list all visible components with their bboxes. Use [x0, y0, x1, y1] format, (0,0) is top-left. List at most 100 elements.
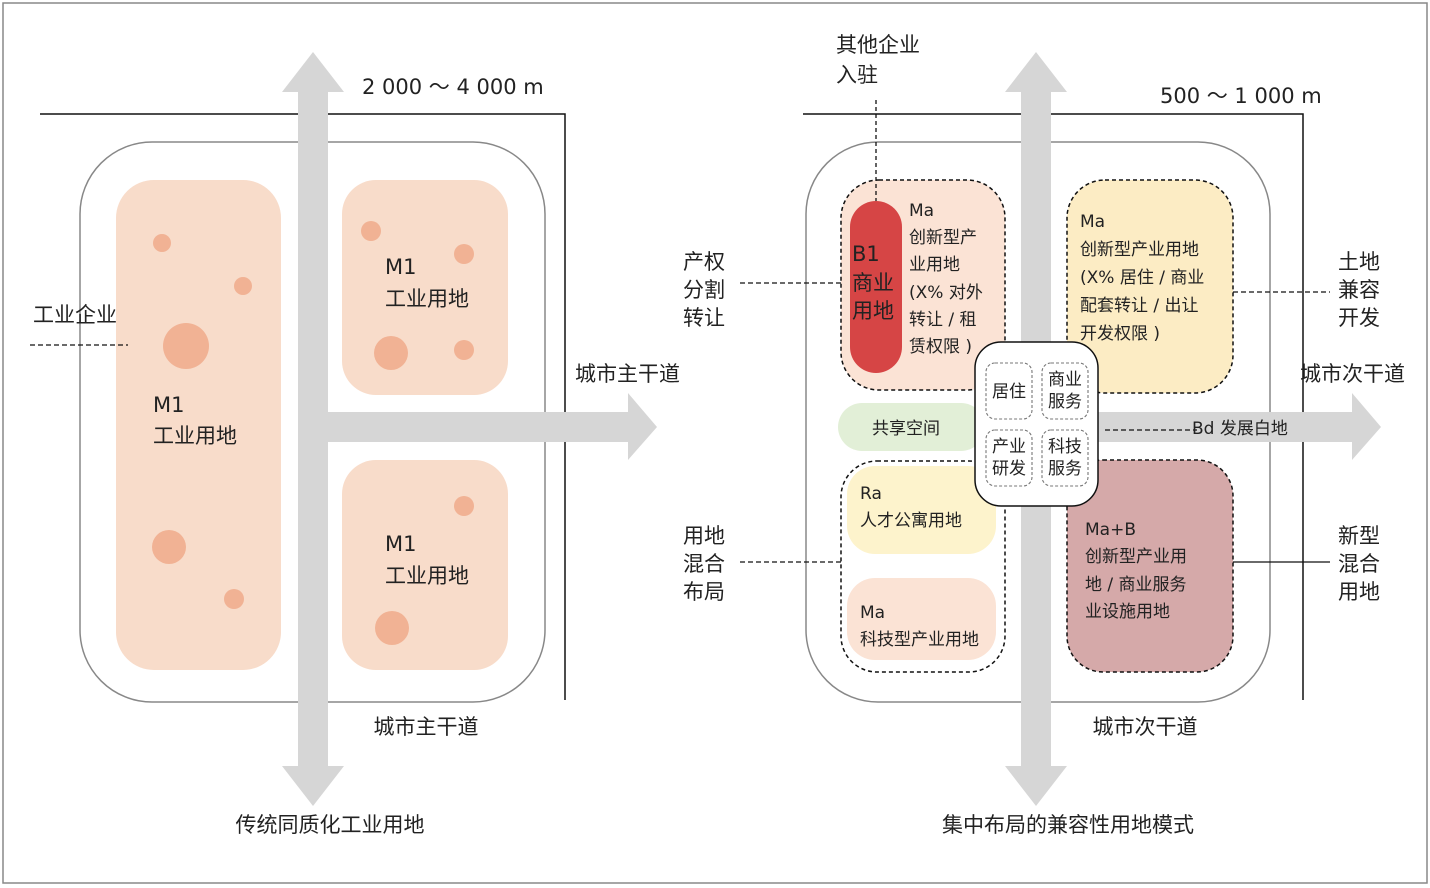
- property-split-line: 分割: [683, 278, 725, 302]
- bottom-block-name: 工业用地: [385, 564, 469, 588]
- tech-industry-land: [847, 578, 996, 660]
- mab-line: 地 / 商业服务: [1085, 575, 1187, 595]
- factory-spot: [153, 234, 171, 252]
- right-distance-boundary: [803, 113, 1304, 700]
- ma-topleft-line: 创新型产: [909, 228, 977, 248]
- side-annotations: 产权 分割 转让 用地 混合 布局 土地 兼容 开发 新型 混合 用地: [683, 250, 1380, 604]
- top-block-code: M1: [385, 255, 416, 279]
- shared-space: [838, 403, 985, 451]
- hub-cell-tech-service: [1041, 429, 1089, 487]
- factory-spot: [454, 496, 474, 516]
- ma-topleft-line: 业用地: [909, 255, 960, 275]
- left-distance-label: 2 000 ～ 4 000 m: [362, 75, 544, 99]
- factory-spot: [374, 336, 408, 370]
- mab-text: Ma+B 创新型产业用 地 / 商业服务 业设施用地: [1085, 520, 1187, 622]
- hub-cell-rd: [985, 429, 1033, 487]
- left-horizontal-road-label: 城市主干道: [575, 362, 680, 386]
- compatible-dev-line: 兼容: [1338, 278, 1380, 302]
- ma-topleft-line: 赁权限 ): [909, 337, 972, 357]
- ma-topleft-line: Ma: [909, 201, 934, 221]
- mixed-layout-line: 布局: [683, 580, 725, 604]
- talent-apartment-land: [847, 466, 996, 554]
- right-panel: 500 ～ 1 000 m: [683, 33, 1405, 837]
- left-vertical-road-label: 城市主干道: [374, 715, 479, 739]
- hub-cell-commerce: [1041, 362, 1089, 420]
- ma-tech-code: Ma: [860, 603, 885, 623]
- factory-spot: [454, 244, 474, 264]
- factory-spot: [224, 589, 244, 609]
- mab-line: 创新型产业用: [1085, 547, 1187, 567]
- hub-cell-texts: 居住 商业 服务 产业 研发 科技 服务: [992, 370, 1082, 479]
- left-road-arrows: [282, 52, 657, 806]
- hub-tech-label-2: 服务: [1048, 459, 1082, 479]
- hub-tech-label-1: 科技: [1048, 437, 1082, 457]
- top-note-line1: 其他企业: [836, 33, 920, 57]
- factory-spot: [454, 340, 474, 360]
- top-block-name: 工业用地: [385, 287, 469, 311]
- compatible-dev-line: 土地: [1338, 250, 1380, 274]
- hub-cell-residence: [985, 362, 1033, 420]
- b1-line3: 用地: [852, 299, 894, 323]
- factory-spot: [234, 277, 252, 295]
- factory-spots: [152, 221, 474, 645]
- ma-topright-line: 开发权限 ): [1080, 324, 1160, 344]
- ma-topleft-line: (X% 对外: [909, 283, 983, 303]
- factory-spot: [375, 611, 409, 645]
- new-mixed-line: 混合: [1338, 552, 1380, 576]
- leader-lines: [740, 100, 1330, 563]
- bd-label: Bd 发展白地: [1192, 419, 1288, 439]
- large-block-code: M1: [153, 393, 184, 417]
- left-caption: 传统同质化工业用地: [236, 813, 425, 837]
- right-horizontal-road-label: 城市次干道: [1300, 362, 1405, 386]
- factory-label: 工业企业: [33, 303, 117, 327]
- hub-rd-label-2: 研发: [992, 459, 1026, 479]
- ma-topright-line: Ma: [1080, 212, 1105, 232]
- bottom-block-code: M1: [385, 532, 416, 556]
- left-vertical-road-arrow: [282, 52, 344, 806]
- ma-topleft-line: 转让 / 租: [909, 310, 977, 330]
- commercial-land-b1: [850, 201, 902, 373]
- central-hub: [974, 341, 1099, 507]
- hub-rd-label-1: 产业: [992, 437, 1026, 457]
- left-panel: 2 000 ～ 4 000 m M1 工业用地 M1 工业用地 M1 工业用地: [30, 52, 680, 837]
- right-vertical-road-label: 城市次干道: [1093, 715, 1198, 739]
- hub-residence-label: 居住: [992, 382, 1026, 402]
- ma-topright-line: (X% 居住 / 商业: [1080, 268, 1204, 288]
- ma-topright-line: 创新型产业用地: [1080, 240, 1199, 260]
- hub-commerce-label-1: 商业: [1048, 370, 1082, 390]
- new-mixed-line: 新型: [1338, 524, 1380, 548]
- mab-line: Ma+B: [1085, 520, 1136, 540]
- property-split-line: 产权: [683, 250, 725, 274]
- top-note-line2: 入驻: [836, 63, 878, 87]
- ma-tech-name: 科技型产业用地: [860, 630, 979, 650]
- ma-topleft-text: Ma 创新型产 业用地 (X% 对外 转让 / 租 赁权限 ): [909, 201, 983, 357]
- large-block-name: 工业用地: [153, 424, 237, 448]
- right-horizontal-road-arrow: [1051, 393, 1381, 460]
- hub-commerce-label-2: 服务: [1048, 392, 1082, 412]
- left-distance-boundary: [40, 113, 566, 700]
- right-distance-label: 500 ～ 1 000 m: [1160, 84, 1322, 108]
- factory-spot: [361, 221, 381, 241]
- factory-spot: [163, 323, 209, 369]
- shared-space-label: 共享空间: [872, 419, 940, 439]
- mixed-layout-line: 用地: [683, 524, 725, 548]
- b1-code: B1: [852, 242, 880, 266]
- factory-spot: [152, 530, 186, 564]
- mixed-layout-group: [840, 460, 1006, 673]
- b1-line2: 商业: [852, 271, 894, 295]
- property-split-line: 转让: [683, 306, 725, 330]
- ra-code: Ra: [860, 484, 882, 504]
- new-mixed-line: 用地: [1338, 580, 1380, 604]
- ra-name: 人才公寓用地: [860, 511, 962, 531]
- mab-line: 业设施用地: [1085, 602, 1170, 622]
- hub-cells: [985, 362, 1089, 487]
- innovative-land-topright: [1066, 179, 1234, 394]
- ma-topright-text: Ma 创新型产业用地 (X% 居住 / 商业 配套转让 / 出让 开发权限 ): [1080, 212, 1204, 344]
- mixed-layout-line: 混合: [683, 552, 725, 576]
- ma-topright-line: 配套转让 / 出让: [1080, 296, 1199, 316]
- compatible-dev-line: 开发: [1338, 306, 1380, 330]
- right-caption: 集中布局的兼容性用地模式: [942, 813, 1194, 837]
- left-horizontal-road-arrow: [328, 393, 657, 460]
